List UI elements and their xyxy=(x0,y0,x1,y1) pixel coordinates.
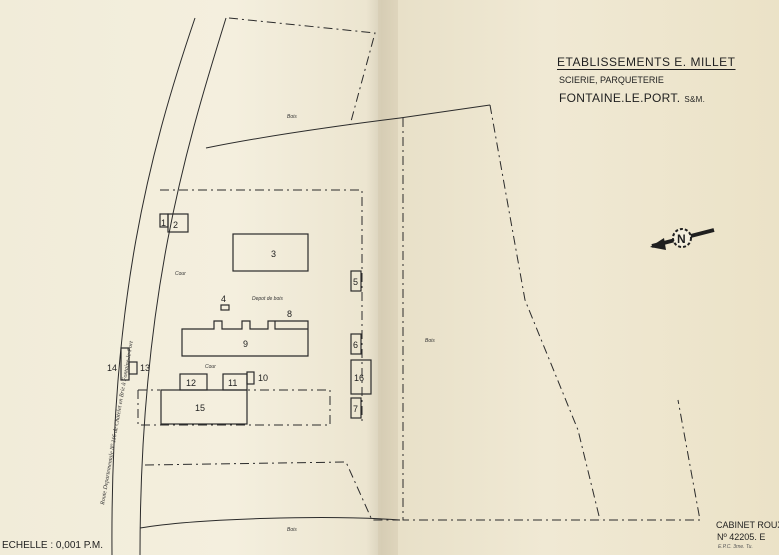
building-4 xyxy=(220,304,230,311)
building-5-number: 5 xyxy=(353,277,358,287)
company-title: ETABLISSEMENTS E. MILLET xyxy=(557,55,736,69)
building-15-number: 15 xyxy=(195,403,205,413)
yard-boundary xyxy=(137,389,331,426)
building-5 xyxy=(350,270,362,292)
label-depot: Depot de bois xyxy=(252,296,283,302)
building-9 xyxy=(181,320,309,357)
building-14-number: 14 xyxy=(107,363,117,373)
building-13 xyxy=(128,361,138,375)
place-name: FONTAINE.LE.PORT. xyxy=(559,91,681,105)
building-6 xyxy=(350,333,362,355)
activity-subtitle: SCIERIE, PARQUETERIE xyxy=(559,75,664,85)
building-8-number: 8 xyxy=(287,309,292,319)
building-12-number: 12 xyxy=(186,378,196,388)
building-2 xyxy=(167,213,189,233)
building-2-number: 2 xyxy=(173,220,178,230)
building-7 xyxy=(350,397,362,419)
building-9-number: 9 xyxy=(243,339,248,349)
building-10 xyxy=(246,371,255,385)
label-bois-right: Bois xyxy=(425,338,435,344)
building-16 xyxy=(350,359,372,395)
page-fold xyxy=(378,0,398,555)
label-cour-1: Cour xyxy=(175,271,186,277)
building-8 xyxy=(274,321,308,330)
building-7-number: 7 xyxy=(353,404,358,414)
label-bois-bottom: Bois xyxy=(287,527,297,533)
building-6-number: 6 xyxy=(353,340,358,350)
building-13-number: 13 xyxy=(140,363,150,373)
road-edge-right xyxy=(139,17,227,555)
place-title: FONTAINE.LE.PORT.S&M. xyxy=(559,91,705,105)
building-10-number: 10 xyxy=(258,373,268,383)
north-letter: N xyxy=(677,232,686,246)
label-cour-2: Cour xyxy=(205,364,216,370)
place-suffix: S&M. xyxy=(684,95,706,104)
parcel-top-boundary xyxy=(228,17,376,126)
building-3 xyxy=(232,233,309,272)
building-1-number: 1 xyxy=(161,218,166,228)
building-4-number: 4 xyxy=(221,294,226,304)
north-arrow-icon: N xyxy=(650,228,715,250)
building-16-number: 16 xyxy=(354,373,364,383)
wood-edge-line xyxy=(205,104,491,149)
building-15 xyxy=(160,389,248,425)
label-bois-top: Bois xyxy=(287,114,297,120)
road-label: Route Departementale Nº 116 de Chatelet … xyxy=(100,340,135,506)
cabinet-name: CABINET ROUX xyxy=(716,520,779,530)
building-3-number: 3 xyxy=(271,249,276,259)
parcel-right-west xyxy=(402,118,701,521)
cabinet-note: E.P.C. 3rne. Tu. xyxy=(718,544,753,550)
scale-label: ECHELLE : 0,001 P.M. xyxy=(2,540,103,551)
building-11-number: 11 xyxy=(228,378,237,388)
cabinet-number: Nº 42205. E xyxy=(717,532,766,542)
road-edge-left xyxy=(111,17,196,555)
bottom-wood-edge xyxy=(139,517,401,529)
parcel-right-diagonal xyxy=(489,104,601,521)
property-boundary-south xyxy=(144,461,400,521)
